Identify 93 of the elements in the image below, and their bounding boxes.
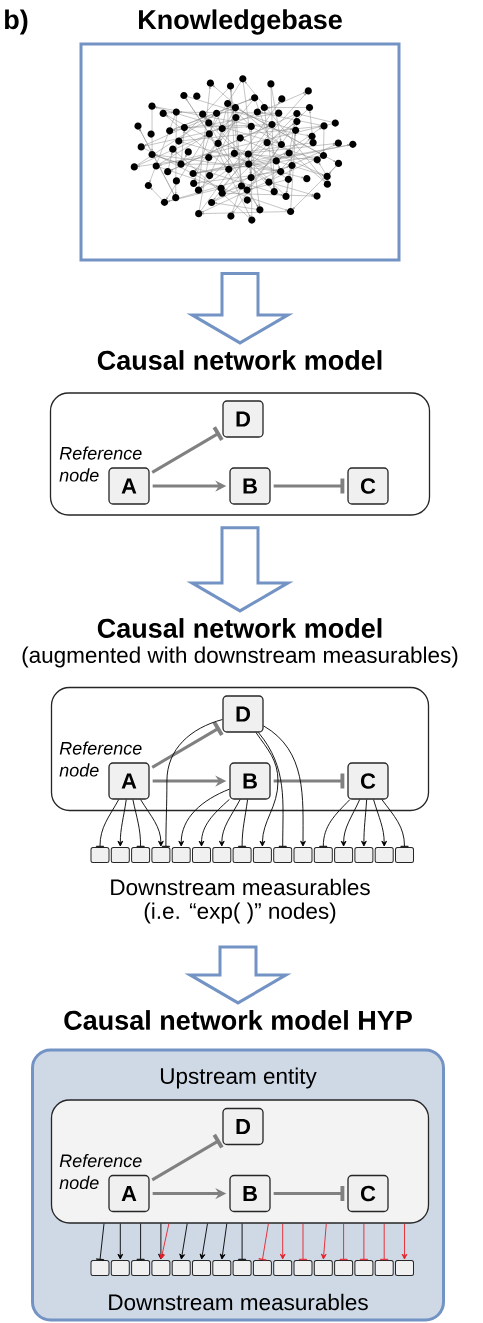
caption: Downstream measurables	[111, 878, 370, 896]
node-box: D	[222, 695, 264, 733]
inhibition-line	[238, 1223, 247, 1260]
measurable-box	[354, 1260, 374, 1276]
measurable-box	[313, 847, 333, 863]
inhibition-line	[258, 1223, 269, 1261]
measurable-box	[252, 1260, 272, 1276]
measurable-box	[131, 847, 151, 863]
inhibition-line	[258, 732, 287, 847]
measurable-box	[374, 1260, 394, 1276]
measurable-box	[395, 847, 414, 863]
arrow	[279, 1223, 286, 1260]
arrow	[263, 725, 306, 847]
measurable-box	[252, 847, 272, 863]
heading: Causal network model	[97, 350, 382, 370]
measurable-box	[90, 1260, 110, 1276]
arrow	[320, 1223, 327, 1260]
arrow	[178, 788, 230, 847]
measurable-box	[354, 847, 374, 863]
inhibition-line	[238, 799, 248, 847]
inhibition-line	[319, 799, 351, 847]
measurable-box	[110, 1260, 130, 1276]
arrow	[117, 1223, 124, 1260]
measurable-box	[232, 847, 252, 863]
arrow	[199, 1223, 208, 1260]
arrow	[198, 799, 230, 847]
node-box: C	[347, 467, 389, 505]
measurable-box	[334, 847, 354, 863]
measurable-box	[171, 1260, 191, 1276]
panel-letter: b)	[5, 9, 28, 35]
block-arrow	[186, 272, 294, 345]
arrow	[218, 799, 241, 847]
heading: Knowledgebase	[139, 9, 342, 35]
panel-label: (augmented with downstream measurables)	[22, 646, 458, 668]
measurable-box	[232, 1260, 252, 1276]
arrow	[340, 799, 361, 847]
inhibition-line	[381, 799, 409, 847]
inhibition-line	[299, 1223, 307, 1260]
arrow	[219, 1223, 228, 1260]
measurable-box	[212, 847, 232, 863]
node-box: D	[222, 400, 264, 438]
block-arrow	[184, 945, 292, 1005]
arrow	[117, 799, 127, 847]
arrow	[401, 1223, 408, 1260]
measurable-box	[171, 847, 191, 863]
measurable-box	[273, 847, 293, 863]
inhibition-line	[136, 1223, 145, 1260]
measurable-box	[334, 1260, 354, 1276]
node-box: B	[229, 1174, 271, 1213]
measurable-box	[374, 847, 394, 863]
arrow	[179, 1223, 188, 1260]
node-box: C	[347, 762, 389, 800]
measurable-box	[192, 847, 211, 863]
measurable-box	[293, 1260, 313, 1276]
node-box: C	[347, 1174, 389, 1213]
measurable-box	[192, 1260, 211, 1276]
inhibition-line	[96, 799, 120, 847]
measurable-box	[151, 847, 171, 863]
measurable-box	[293, 847, 313, 863]
arrow	[255, 732, 279, 847]
measurable-box	[90, 847, 110, 863]
heading: Causal network model	[97, 618, 382, 638]
inhibition-line	[151, 426, 224, 474]
inhibition-line	[96, 1223, 105, 1261]
inhibition-line	[273, 478, 345, 494]
heading: Causal network model HYP	[64, 1010, 412, 1030]
measurable-box	[273, 1260, 293, 1276]
node-box: B	[229, 762, 271, 800]
inhibition-line	[273, 773, 345, 789]
panel-label: Upstream entity	[160, 1067, 317, 1089]
node-box: D	[222, 1107, 264, 1146]
inhibition-line	[380, 1223, 389, 1260]
arrow	[373, 799, 388, 847]
measurable-box	[131, 1260, 151, 1276]
panel-label: Downstream measurables	[109, 1293, 368, 1311]
measurable-box	[212, 1260, 232, 1276]
measurable-box	[151, 1260, 171, 1276]
caption: (i.e. “exp( )” nodes)	[144, 902, 336, 924]
inhibition-line	[132, 799, 145, 847]
inhibition-line	[151, 721, 224, 769]
measurable-box	[313, 1260, 333, 1276]
arrow	[361, 799, 368, 847]
inhibition-line	[339, 1223, 348, 1260]
inhibition-line	[359, 1223, 368, 1260]
node-box: B	[229, 467, 271, 505]
inhibition-line	[161, 719, 223, 847]
measurable-box	[110, 847, 130, 863]
arrow	[140, 799, 164, 847]
block-arrow	[186, 526, 294, 613]
inhibition-line	[273, 1186, 345, 1201]
arrow	[159, 1223, 170, 1260]
measurable-box	[395, 1260, 414, 1276]
arrow	[158, 1223, 164, 1260]
